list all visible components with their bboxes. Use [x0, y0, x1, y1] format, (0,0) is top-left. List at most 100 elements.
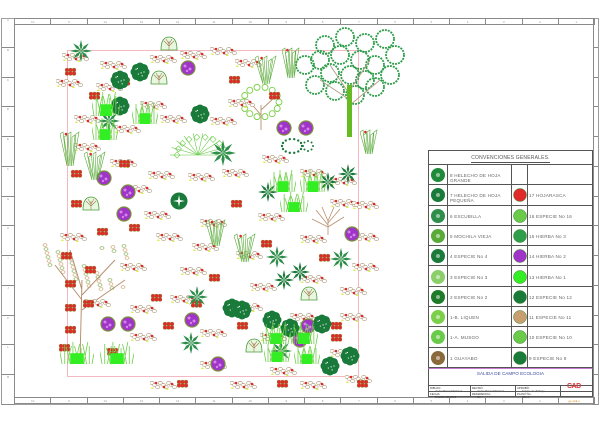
bush-icon: [130, 62, 150, 82]
tall-leaf-plant-icon: [83, 150, 106, 181]
fern-icon: [318, 172, 338, 192]
guava-tree-icon: [430, 350, 448, 370]
ruler-tick: 14: [88, 398, 124, 403]
dome-tree-icon: [82, 196, 100, 211]
leaf-litter-icon: [169, 292, 198, 304]
red-shrub-icon: [318, 250, 332, 262]
grass-icon: [129, 100, 161, 125]
ruler-tick: 13: [124, 19, 160, 24]
ruler-tick: 1: [559, 398, 595, 403]
ruler-tick: K: [2, 316, 14, 346]
red-shrub-icon: [84, 262, 98, 274]
fern-icon: [274, 270, 294, 290]
species-4-icon: [170, 192, 188, 210]
ruler-tick: G: [2, 197, 14, 227]
ruler-tick: 9: [51, 19, 88, 24]
ruler-tick: [594, 256, 598, 286]
grass-icon: [297, 168, 329, 193]
red-shrub-icon: [82, 296, 96, 308]
grass-icon: [287, 320, 321, 345]
ruler-tick: B: [2, 48, 14, 78]
species-3-icon: [430, 269, 448, 289]
reference-label: REFERENCIA:: [472, 392, 491, 396]
leaf-litter-icon: [344, 372, 373, 384]
legend-label: 6 ESCUBILLA: [450, 213, 482, 219]
purple-herb-icon: [100, 316, 116, 332]
grass-icon: [277, 190, 311, 213]
tall-leaf-plant-icon: [254, 54, 277, 85]
legend-label: 15 HIERBA No 3: [529, 233, 567, 239]
fern-icon: [70, 40, 92, 62]
purple-herb-icon: [120, 316, 136, 332]
leaf-litter-icon: [119, 260, 148, 272]
ruler-tick: C: [2, 78, 14, 108]
ruler-tick: 10: [15, 19, 52, 24]
small-leaf-fern-icon: [430, 187, 448, 207]
leaf-litter-icon: [155, 230, 184, 242]
leaf-litter-icon: [261, 152, 290, 164]
species-4-icon: [430, 248, 448, 268]
red-shrub-icon: [64, 276, 78, 288]
grass-icon: [57, 340, 97, 365]
species-10-icon: [512, 329, 530, 349]
date-label: FECHA:: [430, 392, 441, 396]
red-shrub-icon: [176, 376, 190, 388]
red-shrub-icon: [60, 248, 74, 260]
leaf-litter-icon: [257, 210, 286, 222]
ruler-tick: [594, 345, 598, 376]
legend-label: 8 HELECHO DE HOJA GRANDE: [450, 173, 501, 183]
leaf-litter-icon: [59, 230, 88, 242]
red-shrub-icon: [162, 318, 176, 330]
bush-icon: [110, 96, 130, 116]
bush-icon: [340, 346, 360, 366]
purple-herb-icon: [298, 120, 314, 136]
legend-label: 9 ESPECIE No 9: [529, 355, 567, 361]
mochila-vieja-icon: [430, 228, 448, 248]
legend-label: 10 ESPECIE No 10: [529, 335, 573, 341]
bush-icon: [190, 104, 210, 124]
sheet-number-value: 000-A: [522, 395, 530, 399]
ruler-tick: [594, 197, 598, 227]
fern-icon: [186, 286, 208, 308]
title-block: SALIDA DE CAMPO ECOLOGIA DIBUJO:Javier P…: [428, 368, 593, 399]
escubilla-icon: [430, 208, 448, 228]
ruler-tick: 10: [233, 19, 269, 24]
ruler-tick: [594, 107, 598, 138]
legend-label: 3 ESPECIE No 3: [450, 274, 488, 280]
leaf-litter-icon: [147, 168, 176, 180]
red-shrub-icon: [118, 156, 132, 168]
ruler-tick: [594, 18, 598, 48]
legend-label: 7 HELECHO DE HOJA PEQUEÑA: [450, 193, 501, 204]
tall-leaf-plant-icon: [281, 46, 300, 79]
legend-divider: [527, 165, 528, 368]
plant-field: [42, 27, 405, 390]
species-12-icon: [278, 136, 320, 158]
leaf-litter-icon: [229, 378, 258, 390]
red-shrub-icon: [356, 376, 370, 388]
leaf-litter-icon: [99, 58, 128, 70]
bush-icon: [262, 310, 282, 330]
herb-2-icon: [512, 248, 530, 268]
leaf-litter-icon: [227, 96, 256, 108]
leaf-litter-icon: [209, 114, 238, 126]
fern-icon: [290, 262, 310, 282]
ruler-tick: H: [2, 226, 14, 257]
species-9-icon: [512, 350, 530, 370]
legend-title: CONVENCIONES GENERALES.: [429, 151, 592, 165]
ruler-tick: M: [2, 375, 14, 405]
leaf-litter-icon: [55, 76, 84, 88]
ruler-tick: [594, 137, 598, 167]
ruler-tick: I: [2, 256, 14, 286]
leaf-litter-icon: [149, 378, 178, 390]
leaf-litter-icon: [339, 284, 368, 296]
red-shrub-icon: [64, 322, 78, 334]
ruler-tick: 11: [196, 19, 233, 24]
ruler-tick: [594, 48, 598, 78]
ruler-tick: F: [2, 167, 14, 197]
leaf-litter-icon: [299, 378, 328, 390]
leaf-litter-icon: [269, 364, 298, 376]
leaf-litter-icon: [129, 330, 158, 342]
